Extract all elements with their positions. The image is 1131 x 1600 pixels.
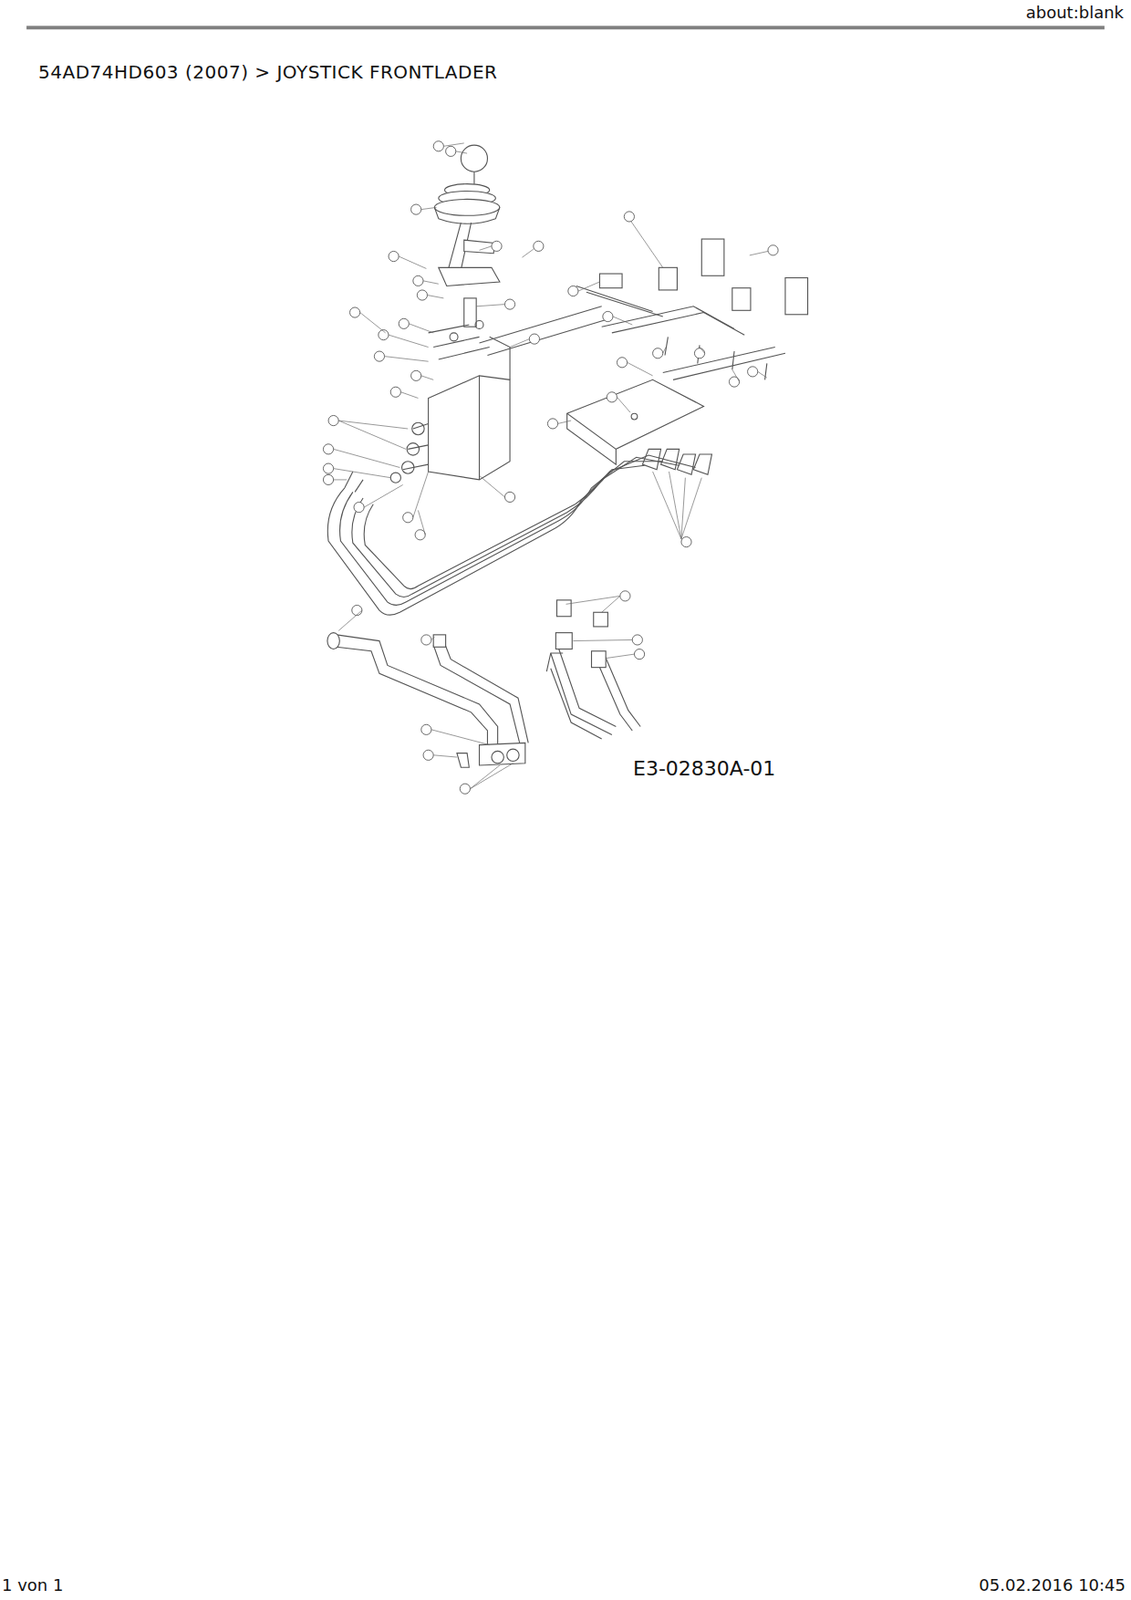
header-rule [26,25,1105,30]
joystick-drawing [327,145,809,768]
page-count: 1 von 1 [1,1576,63,1596]
leader-lines [333,143,768,789]
page-title: 54AD74HD603 (2007) > JOYSTICK FRONTLADER [38,62,498,84]
drawing-number: E3-02830A-01 [632,757,776,780]
callout-circles [322,141,779,795]
browser-header: about:blank [1026,3,1124,23]
print-date: 05.02.2016 10:45 [978,1576,1126,1596]
